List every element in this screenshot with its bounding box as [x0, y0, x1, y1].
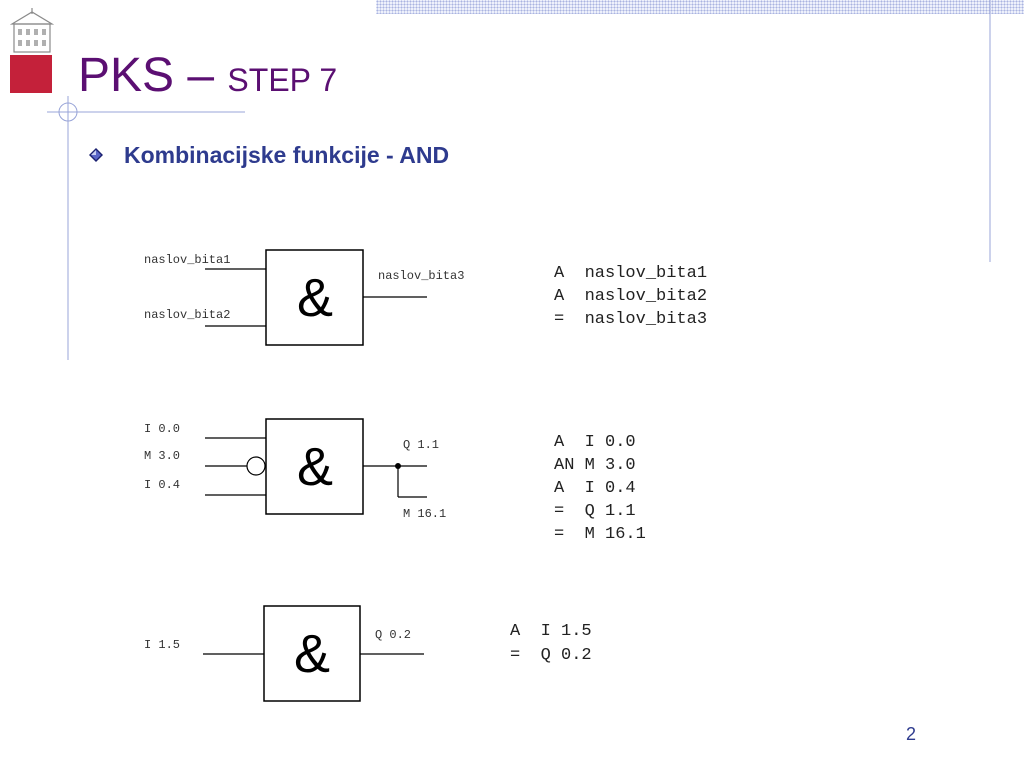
stl-line-1-1: A naslov_bita1 [554, 264, 707, 283]
input-label-2a: I 0.0 [144, 422, 180, 436]
gate-symbol-3: & [294, 624, 330, 684]
and-gate-1 [265, 249, 364, 346]
decorative-dotted-band [376, 0, 1024, 14]
diagram-and-2: & I 0.0 M 3.0 I 0.4 Q 1.1 M 16.1 A I 0.0… [144, 418, 646, 544]
gate-symbol-2: & [297, 437, 333, 497]
stl-line-2-4: = Q 1.1 [554, 502, 636, 521]
bullet-text: Kombinacijske funkcije - AND [124, 142, 450, 168]
input-label-1a: naslov_bita1 [144, 253, 230, 267]
input-label-3: I 1.5 [144, 638, 180, 652]
stl-line-1-2: A naslov_bita2 [554, 287, 707, 306]
input-label-2c: I 0.4 [144, 478, 180, 492]
and-gate-2 [265, 418, 364, 515]
stl-line-1-3: = naslov_bita3 [554, 310, 707, 329]
input-label-2b: M 3.0 [144, 449, 180, 463]
slide-title: PKS – STEP 7 [78, 48, 337, 108]
stl-line-2-1: A I 0.0 [554, 433, 636, 452]
stl-line-2-3: A I 0.4 [554, 479, 636, 498]
stl-line-2-5: = M 16.1 [554, 525, 646, 544]
stl-line-3-1: A I 1.5 [510, 622, 592, 641]
output-label-3: Q 0.2 [375, 628, 411, 642]
gate-symbol-1: & [297, 268, 333, 328]
stl-line-3-2: = Q 0.2 [510, 646, 592, 665]
page-number: 2 [906, 724, 917, 744]
output-label-2b: M 16.1 [403, 507, 446, 521]
logo-red-block [10, 55, 52, 93]
output-label-2a: Q 1.1 [403, 438, 439, 452]
diamond-bullet-icon [89, 148, 103, 162]
stl-line-2-2: AN M 3.0 [554, 456, 636, 475]
title-main: PKS – [78, 49, 215, 102]
output-label-1: naslov_bita3 [378, 269, 464, 283]
university-building-icon [10, 8, 54, 53]
diagram-and-3: & I 1.5 Q 0.2 A I 1.5 = Q 0.2 [144, 605, 592, 702]
and-gate-3 [263, 605, 361, 702]
negation-circle-icon [246, 456, 266, 476]
input-label-1b: naslov_bita2 [144, 308, 230, 322]
diagram-and-1: & naslov_bita1 naslov_bita2 naslov_bita3… [144, 249, 707, 346]
title-sub: STEP 7 [227, 62, 338, 98]
